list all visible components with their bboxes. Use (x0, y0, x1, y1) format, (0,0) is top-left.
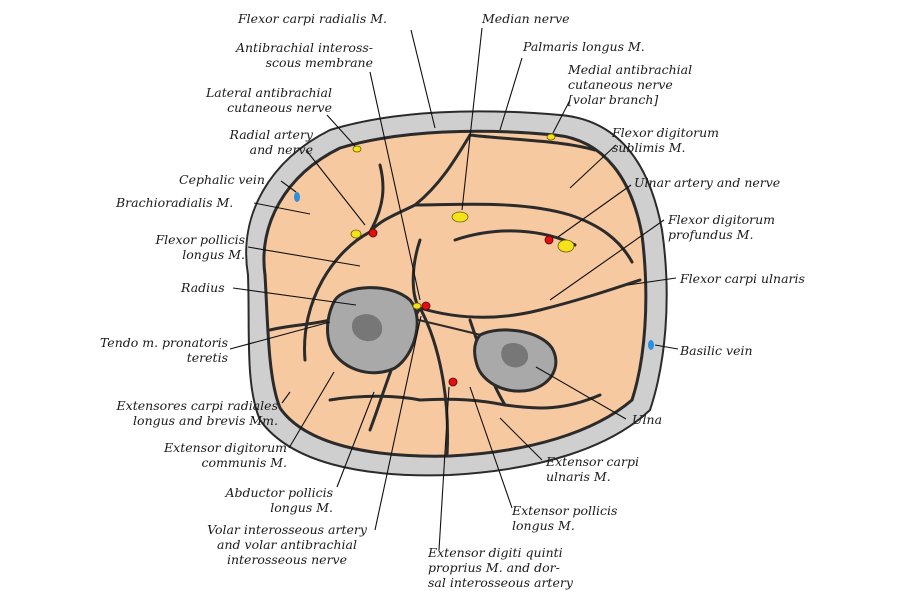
label-extensor-carpi-ulnaris: Extensor carpi ulnaris M. (546, 454, 639, 484)
label-flexor-carpi-radialis: Flexor carpi radialis M. (238, 11, 388, 26)
label-flexor-pollicis-longus: Flexor pollicis longus M. (155, 232, 245, 262)
leader-lines (229, 27, 679, 551)
label-radius: Radius (181, 280, 225, 295)
label-extensor-digiti-quinti: Extensor digiti quinti proprius M. and d… (428, 545, 573, 590)
radius-bone (326, 286, 419, 375)
label-basilic-vein: Basilic vein (680, 343, 753, 358)
label-flexor-carpi-ulnaris: Flexor carpi ulnaris (680, 271, 805, 286)
label-extensor-digitorum-communis: Extensor digitorum communis M. (164, 440, 287, 470)
label-ulna: Ulna (632, 412, 663, 427)
label-volar-interosseous-artery: Volar interosseous artery and volar anti… (207, 522, 367, 567)
nerve-markers (350, 133, 575, 310)
vein-markers (294, 192, 654, 350)
muscle-mass (262, 129, 648, 458)
label-extensor-pollicis-longus: Extensor pollicis longus M. (512, 503, 618, 533)
label-flexor-digitorum-sublimis: Flexor digitorum sublimis M. (612, 125, 720, 155)
label-cephalic-vein: Cephalic vein (179, 172, 265, 187)
label-median-nerve: Median nerve (482, 11, 570, 26)
label-palmaris-longus: Palmaris longus M. (523, 39, 645, 54)
artery-markers (368, 228, 554, 387)
label-abductor-pollicis-longus: Abductor pollicis longus M. (225, 485, 333, 515)
label-ulnar-artery-and-nerve: Ulnar artery and nerve (634, 175, 781, 190)
label-radial-artery-and-nerve: Radial artery and nerve (229, 127, 313, 157)
label-lateral-antibrachial-cutaneous-nerve: Lateral antibrachial cutaneous nerve (205, 85, 332, 115)
label-extensores-carpi-radiales: Extensores carpi radiales longus and bre… (116, 398, 278, 428)
label-tendo-pronatoris-teretis: Tendo m. pronatoris teretis (99, 335, 228, 365)
label-flexor-digitorum-profundus: Flexor digitorum profundus M. (668, 212, 776, 242)
label-antibrachial-interosseous-membrane: Antibrachial inteross- scous membrane (235, 40, 373, 70)
ulna-bone (473, 328, 558, 393)
label-medial-antibrachial-cutaneous-nerve: Medial antibrachial cutaneous nerve [vol… (568, 62, 693, 107)
label-brachioradialis: Brachioradialis M. (116, 195, 234, 210)
